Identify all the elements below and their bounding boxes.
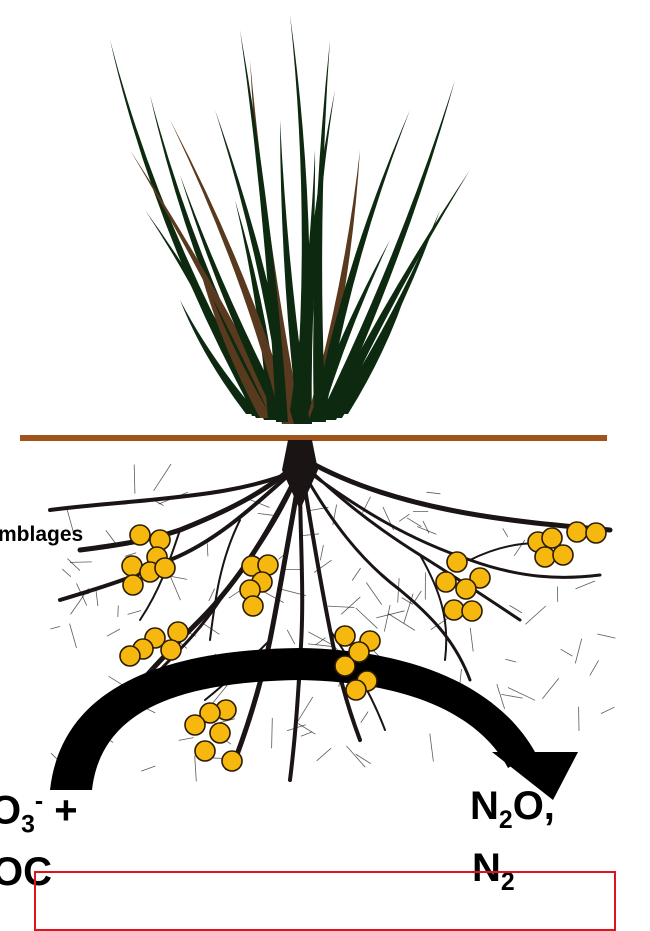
root-hair xyxy=(141,766,155,771)
microbe xyxy=(185,715,205,735)
root-hair xyxy=(352,568,361,581)
root-hair xyxy=(154,464,171,491)
root-hair xyxy=(503,528,508,537)
microbe xyxy=(243,596,263,616)
root-hair xyxy=(399,514,409,521)
root-hair xyxy=(376,611,404,618)
microbe xyxy=(195,741,215,761)
root-hair xyxy=(301,732,312,736)
root-hair xyxy=(298,724,315,735)
root-hair xyxy=(542,678,558,699)
microbe xyxy=(161,640,181,660)
root-hair xyxy=(383,507,394,530)
root-hair xyxy=(195,756,197,782)
root-hair xyxy=(576,581,595,589)
microbe xyxy=(130,525,150,545)
microbe xyxy=(168,622,188,642)
root-hair xyxy=(575,639,581,664)
root-hair xyxy=(134,465,135,494)
root-hair xyxy=(170,576,180,600)
root-hair xyxy=(272,718,273,748)
root-hair xyxy=(107,629,120,636)
root-hair xyxy=(601,707,615,713)
microbe xyxy=(586,523,606,543)
root-hair xyxy=(366,583,381,605)
microbe xyxy=(123,575,143,595)
root-hair xyxy=(287,630,295,644)
root-hair xyxy=(561,649,573,656)
root-hair xyxy=(427,492,441,494)
root-hair xyxy=(70,562,92,563)
red-outline-box xyxy=(34,871,616,931)
microbe xyxy=(122,556,142,576)
microbe xyxy=(553,545,573,565)
root-hair xyxy=(70,624,77,648)
microbe xyxy=(120,646,140,666)
microbe xyxy=(444,600,464,620)
root-hair xyxy=(415,591,422,601)
root-hair xyxy=(50,626,60,629)
root-hair xyxy=(258,513,273,515)
product-nitrous-oxide-label: N2O, xyxy=(470,786,555,834)
root-hair xyxy=(96,590,98,606)
curved-arrow-icon xyxy=(50,648,578,800)
root-hair xyxy=(356,608,378,628)
root-hair xyxy=(508,688,535,701)
grass-tuft-icon xyxy=(110,15,470,424)
root-hair xyxy=(62,569,71,577)
root-hair xyxy=(320,545,323,560)
root-hair xyxy=(155,501,164,506)
microbe xyxy=(335,656,355,676)
root-hair xyxy=(407,518,421,527)
microbe xyxy=(456,579,476,599)
microbe xyxy=(210,723,230,743)
root-hair xyxy=(597,634,615,638)
root-hair xyxy=(207,543,208,556)
root-hair xyxy=(417,527,436,535)
root-hair xyxy=(525,606,545,624)
root-hair xyxy=(505,659,516,662)
root-hair xyxy=(514,540,525,556)
microbe xyxy=(567,522,587,542)
microbe xyxy=(447,552,467,572)
reactant-nitrate-label: O3- + xyxy=(0,790,78,838)
microbe xyxy=(155,558,175,578)
root-hair xyxy=(118,606,119,618)
root-hair xyxy=(341,597,360,614)
root-hair xyxy=(497,684,505,709)
root-hair xyxy=(128,611,142,615)
root-hair xyxy=(347,746,366,767)
grass-blade xyxy=(318,80,455,420)
root-hair xyxy=(106,530,116,544)
microbe xyxy=(436,572,456,592)
root-hair xyxy=(245,498,269,508)
root-hair xyxy=(384,605,390,632)
root-hair xyxy=(470,628,473,652)
microbe xyxy=(335,626,355,646)
root-hair xyxy=(317,748,331,761)
root-hair xyxy=(590,661,599,676)
root-hair xyxy=(510,605,523,613)
microbe xyxy=(462,601,482,621)
root-system-icon xyxy=(50,440,615,781)
root-hair xyxy=(209,589,215,601)
assemblages-label: mblages xyxy=(0,524,83,545)
microbe xyxy=(222,751,242,771)
root-hair xyxy=(68,559,80,571)
root-hair xyxy=(388,614,415,631)
root-hair xyxy=(423,521,429,533)
microbe-cluster-icon xyxy=(120,522,606,771)
microbe xyxy=(346,680,366,700)
root-branch xyxy=(306,460,610,530)
microbe xyxy=(535,547,555,567)
root-hair xyxy=(430,734,434,762)
root-hair xyxy=(179,738,194,741)
root-branch xyxy=(235,475,300,760)
root-hair xyxy=(361,712,368,723)
root-hair xyxy=(501,694,522,698)
